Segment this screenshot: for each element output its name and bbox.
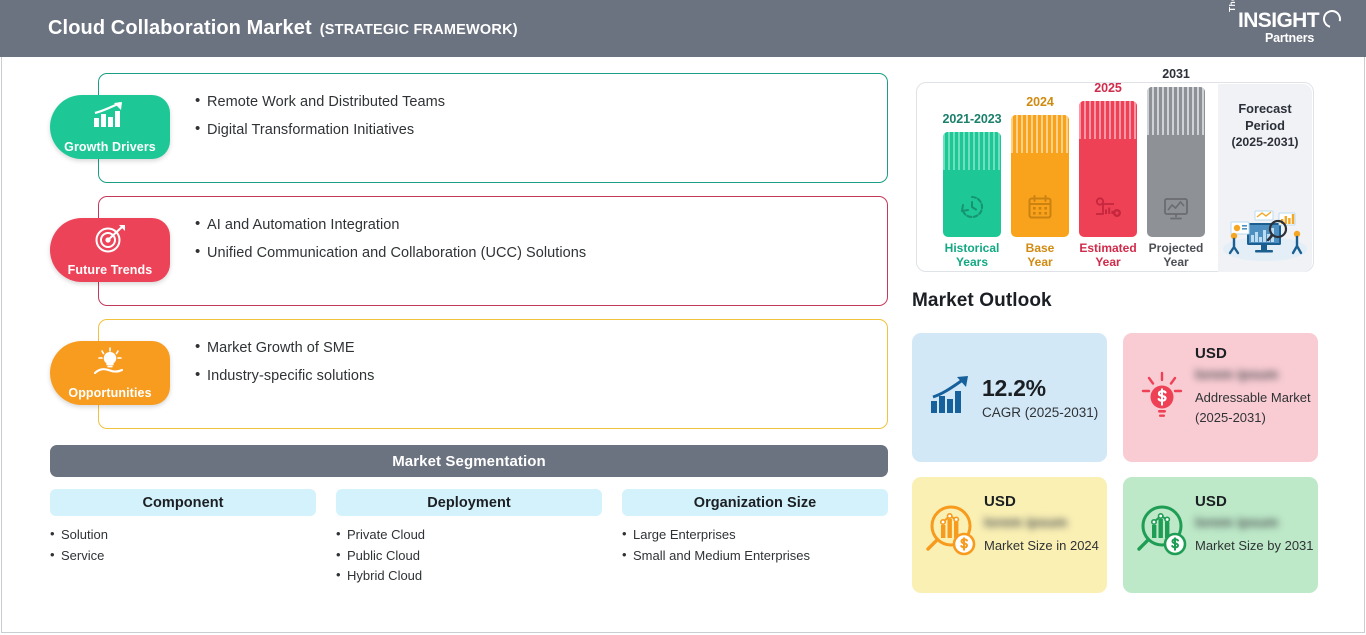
calendar-icon (1027, 194, 1053, 225)
data-analysis-team-illustration (1221, 205, 1309, 266)
currency-label: USD (984, 493, 1016, 510)
list-item: Unified Communication and Collaboration … (195, 238, 887, 267)
list-item: Public Cloud (336, 545, 602, 567)
card-addressable-market[interactable]: USD lorem ipsum Addressable Market (2025… (1123, 333, 1318, 462)
card-caption: Market Size in 2024 (984, 538, 1099, 553)
list-item: Remote Work and Distributed Teams (195, 87, 887, 116)
redacted-value: lorem ipsum (1195, 514, 1279, 530)
content-frame: Remote Work and Distributed Teams Digita… (1, 57, 1365, 633)
bar-base (1011, 115, 1069, 237)
logo-insight-text: INSIGHT (1238, 9, 1320, 32)
page-title: Cloud Collaboration Market (48, 17, 312, 39)
segment-list: Private Cloud Public Cloud Hybrid Cloud (336, 516, 602, 587)
forecast-line-1: Forecast (1238, 101, 1292, 116)
growth-bar-chart-icon (930, 375, 974, 420)
list-item: Private Cloud (336, 524, 602, 546)
segmentation-column-organization-size: Organization Size Large Enterprises Smal… (622, 489, 888, 566)
bar-year-label: 2021-2023 (942, 112, 1002, 126)
logo-the-text: The (1227, 0, 1237, 12)
market-segmentation-header: Market Segmentation (50, 445, 888, 477)
badge-label: Future Trends (67, 263, 153, 277)
redacted-value: lorem ipsum (1195, 366, 1279, 382)
badge-opportunities[interactable]: Opportunities (50, 341, 170, 405)
segmentation-column-deployment: Deployment Private Cloud Public Cloud Hy… (336, 489, 602, 587)
bar-year-label: 2024 (1026, 95, 1054, 109)
growth-drivers-list: Remote Work and Distributed Teams Digita… (99, 74, 887, 144)
growth-drivers-box: Remote Work and Distributed Teams Digita… (98, 73, 888, 183)
forecast-period-panel: Forecast Period (2025-2031) (1218, 84, 1312, 272)
framework-column: Remote Work and Distributed Teams Digita… (2, 57, 902, 633)
segment-header: Organization Size (622, 489, 888, 516)
card-caption: Addressable Market (2025-2031) (1195, 390, 1311, 425)
segment-list: Large Enterprises Small and Medium Enter… (622, 516, 888, 566)
bar-year-label: 2025 (1094, 81, 1122, 95)
page-subtitle: (STRATEGIC FRAMEWORK) (319, 21, 518, 38)
badge-label: Growth Drivers (64, 140, 156, 154)
badge-label: Opportunities (68, 386, 152, 400)
lightbulb-hand-icon (91, 347, 129, 382)
history-clock-icon (959, 194, 985, 225)
segment-list: Solution Service (50, 516, 316, 566)
card-market-size-2031[interactable]: USD lorem ipsum Market Size by 2031 (1123, 477, 1318, 593)
segment-header: Deployment (336, 489, 602, 516)
forecast-line-2: Period (1245, 118, 1285, 133)
card-cagr[interactable]: 12.2% CAGR (2025-2031) (912, 333, 1107, 462)
forecast-line-3: (2025-2031) (1231, 135, 1299, 149)
list-item: Market Growth of SME (195, 333, 887, 362)
card-caption: Market Size by 2031 (1195, 538, 1314, 553)
projection-screen-icon (1162, 196, 1190, 225)
list-item: Small and Medium Enterprises (622, 545, 888, 567)
badge-future-trends[interactable]: Future Trends (50, 218, 170, 282)
future-trends-box: AI and Automation Integration Unified Co… (98, 196, 888, 306)
segmentation-column-component: Component Solution Service (50, 489, 316, 566)
list-item: Large Enterprises (622, 524, 888, 546)
bar-estimated (1079, 101, 1137, 237)
list-item: Service (50, 545, 316, 567)
list-item: AI and Automation Integration (195, 210, 887, 239)
logo-partners-text: Partners (1265, 31, 1315, 45)
bar-historical (943, 132, 1001, 237)
insight-partners-logo: The INSIGHT Partners (1227, 0, 1345, 50)
cagr-value: 12.2% (982, 375, 1046, 401)
opportunities-list: Market Growth of SME Industry-specific s… (99, 320, 887, 390)
currency-label: USD (1195, 493, 1227, 510)
cagr-caption: CAGR (2025-2031) (982, 405, 1099, 420)
list-item: Industry-specific solutions (195, 361, 887, 390)
redacted-value: lorem ipsum (984, 514, 1068, 530)
forecast-period-text: Forecast Period (2025-2031) (1218, 100, 1312, 151)
target-dart-icon (94, 224, 126, 259)
page-header: Cloud Collaboration Market (STRATEGIC FR… (0, 0, 1366, 57)
bar-stripe-pattern (1147, 87, 1205, 135)
person-right (1291, 230, 1303, 255)
logo-ring-icon (1319, 6, 1345, 32)
person-left (1228, 232, 1240, 255)
list-item: Digital Transformation Initiatives (195, 115, 887, 144)
bar-year-label: 2031 (1162, 67, 1190, 81)
card-market-size-2024[interactable]: USD lorem ipsum Market Size in 2024 (912, 477, 1107, 593)
bar-stripe-pattern (943, 132, 1001, 170)
list-item: Hybrid Cloud (336, 565, 602, 587)
badge-growth-drivers[interactable]: Growth Drivers (50, 95, 170, 159)
opportunities-box: Market Growth of SME Industry-specific s… (98, 319, 888, 429)
bar-stripe-pattern (1079, 101, 1137, 139)
lightbulb-dollar-icon (1139, 371, 1185, 426)
future-trends-list: AI and Automation Integration Unified Co… (99, 197, 887, 267)
list-item: Solution (50, 524, 316, 546)
bar-chart-arrow-icon (92, 101, 128, 134)
estimate-chart-icon (1094, 196, 1122, 225)
segment-header: Component (50, 489, 316, 516)
bar-projected (1147, 87, 1205, 237)
currency-label: USD (1195, 345, 1227, 362)
magnifier-bar-dollar-icon (1135, 504, 1189, 563)
bar-stripe-pattern (1011, 115, 1069, 153)
magnifier-bar-dollar-icon (924, 504, 978, 563)
market-outlook-title: Market Outlook (912, 290, 1052, 311)
